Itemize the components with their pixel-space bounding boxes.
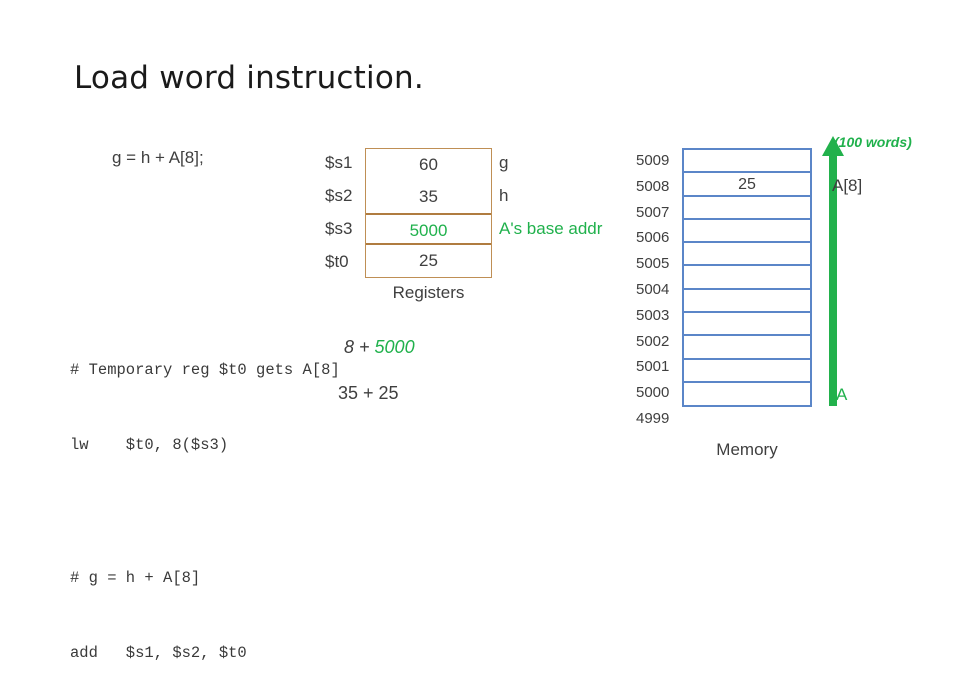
memory-address-4999: 4999 [636,409,670,427]
registers-table: 60 35 5000 25 [365,148,492,278]
memory-cell-5000 [682,357,812,384]
memory-address-5000: 5000 [636,384,670,402]
memory-cell-5001 [682,334,812,361]
memory-cell-5009 [682,148,812,174]
memory-address-5009: 5009 [636,152,670,169]
memory-cell-5007 [682,194,812,221]
memory-cell-4999 [682,380,812,407]
asm-comment-line-2: # g = h + A[8] [70,569,201,587]
register-name-column: $s1 $s2 $s3 $t0 [325,146,363,278]
register-description-column: g h A's base addr [499,146,602,278]
memory-cell-5004 [682,264,812,291]
asm-comment-line-1: # Temporary reg $t0 gets A[8] [70,361,340,379]
register-label-s1: g [499,153,509,172]
registers-caption: Registers [392,283,465,302]
register-value-s2: 35 [419,187,438,206]
memory-address-5003: 5003 [636,306,670,324]
register-name-s1: $s1 [325,153,353,172]
register-label-s2: h [499,186,509,205]
memory-cell-5002 [682,311,812,337]
register-value-t0: 25 [419,251,438,270]
address-calculation-annotation: 8 + 5000 [344,337,415,358]
register-label-s3: A's base addr [499,219,603,238]
memory-cell-5005 [682,241,812,267]
memory-address-5005: 5005 [636,255,670,273]
sum-calculation-annotation: 35 + 25 [338,383,399,403]
register-name-s3: $s3 [325,219,353,238]
memory-cell-5006 [682,217,812,244]
memory-cell-5003 [682,287,812,314]
register-value-s1: 60 [419,155,438,174]
array-element-label: A[8] [832,176,863,195]
memory-address-column: 5009 5008 5007 5006 5005 5004 5003 5002 … [636,148,678,432]
address-calc-offset: 8 + [344,337,375,357]
memory-address-5008: 5008 [636,177,670,195]
address-calc-base: 5000 [374,337,415,357]
memory-address-5002: 5002 [636,332,670,350]
memory-address-5006: 5006 [636,229,670,247]
register-name-t0: $t0 [325,252,349,271]
array-span-arrow-icon [822,136,844,406]
page-title: Load word instruction. [74,60,424,96]
register-value-s3: 5000 [366,213,491,245]
memory-caption: Memory [716,440,778,459]
asm-instruction-add: add $s1, $s2, $t0 [70,644,247,662]
register-label-t0 [499,245,602,278]
arrow-up-shape [822,136,844,406]
memory-address-5007: 5007 [636,203,670,221]
asm-blank-line [70,508,340,516]
memory-address-5001: 5001 [636,358,670,376]
memory-address-5004: 5004 [636,280,670,298]
assembly-code-block: # Temporary reg $t0 gets A[8] lw $t0, 8(… [70,308,340,691]
memory-cell-5008: 25 [682,171,812,198]
register-name-s2: $s2 [325,186,353,205]
asm-instruction-lw: lw $t0, 8($s3) [70,436,229,454]
array-size-note: (100 words) [834,134,912,150]
c-source-line: g = h + A[8]; [112,148,204,167]
array-base-label: A [836,385,848,404]
memory-table: 25 [682,148,812,407]
